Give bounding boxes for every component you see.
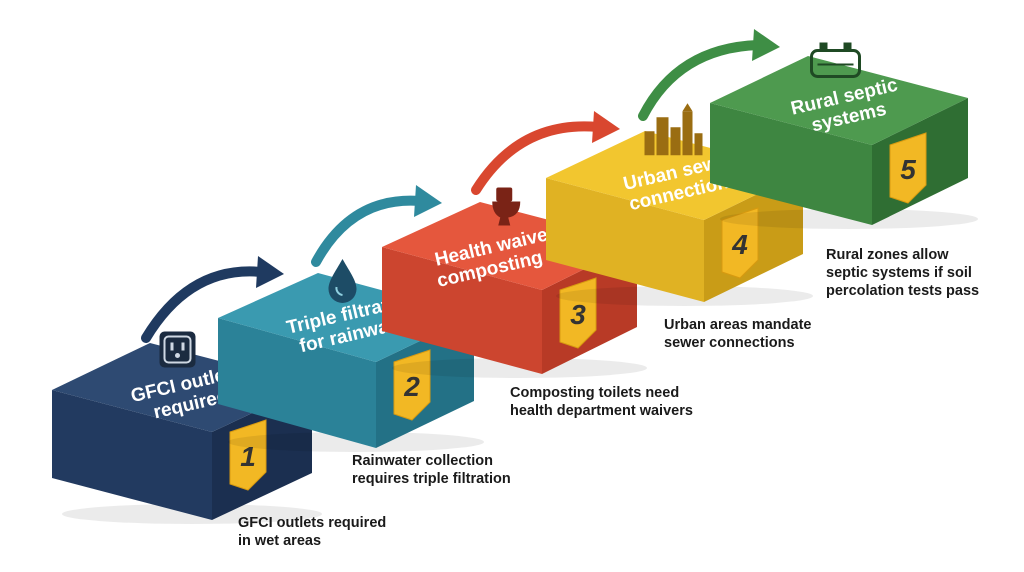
step-1-number-badge: 1	[229, 419, 267, 491]
step-4-to-5-arrow-icon	[638, 29, 780, 121]
septic-tank-icon	[810, 42, 861, 78]
block-front-face	[710, 103, 872, 225]
step-1-number: 1	[240, 441, 256, 472]
block-shadow	[392, 358, 647, 378]
step-4-number-badge: 4	[721, 207, 759, 279]
step-2-caption: Rainwater collection requires triple fil…	[352, 453, 511, 487]
block-front-face	[382, 247, 542, 374]
water-drop-icon	[328, 259, 357, 303]
block-front-face	[546, 178, 704, 302]
step-2-number-badge: 2	[393, 349, 431, 421]
step-1-caption: GFCI outlets required in wet areas	[238, 515, 387, 549]
city-buildings-icon	[644, 103, 703, 156]
step-2-to-3-arrow-icon	[311, 185, 442, 267]
block-top-face	[382, 202, 637, 290]
step-5-number: 5	[900, 154, 916, 185]
toilet-icon	[492, 187, 521, 226]
block-top-face	[546, 131, 803, 220]
block-top-face	[218, 273, 474, 362]
block-front-face	[52, 390, 212, 520]
step-5-caption: Rural zones allow septic systems if soil…	[826, 247, 980, 299]
block-front-face	[218, 318, 376, 448]
block-top-face	[710, 56, 968, 145]
electrical-outlet-icon	[159, 331, 196, 368]
step-3-to-4-arrow-icon	[471, 111, 620, 195]
step-5-number-badge: 5	[889, 132, 927, 204]
step-3-caption: Composting toilets need health departmen…	[510, 385, 693, 419]
step-2-number: 2	[403, 371, 420, 402]
step-4-caption: Urban areas mandate sewer connections	[664, 317, 812, 351]
step-1-to-2-arrow-icon	[141, 256, 284, 343]
step-3-number: 3	[570, 299, 586, 330]
step-3-number-badge: 3	[559, 277, 597, 349]
step-4-number: 4	[731, 229, 748, 260]
